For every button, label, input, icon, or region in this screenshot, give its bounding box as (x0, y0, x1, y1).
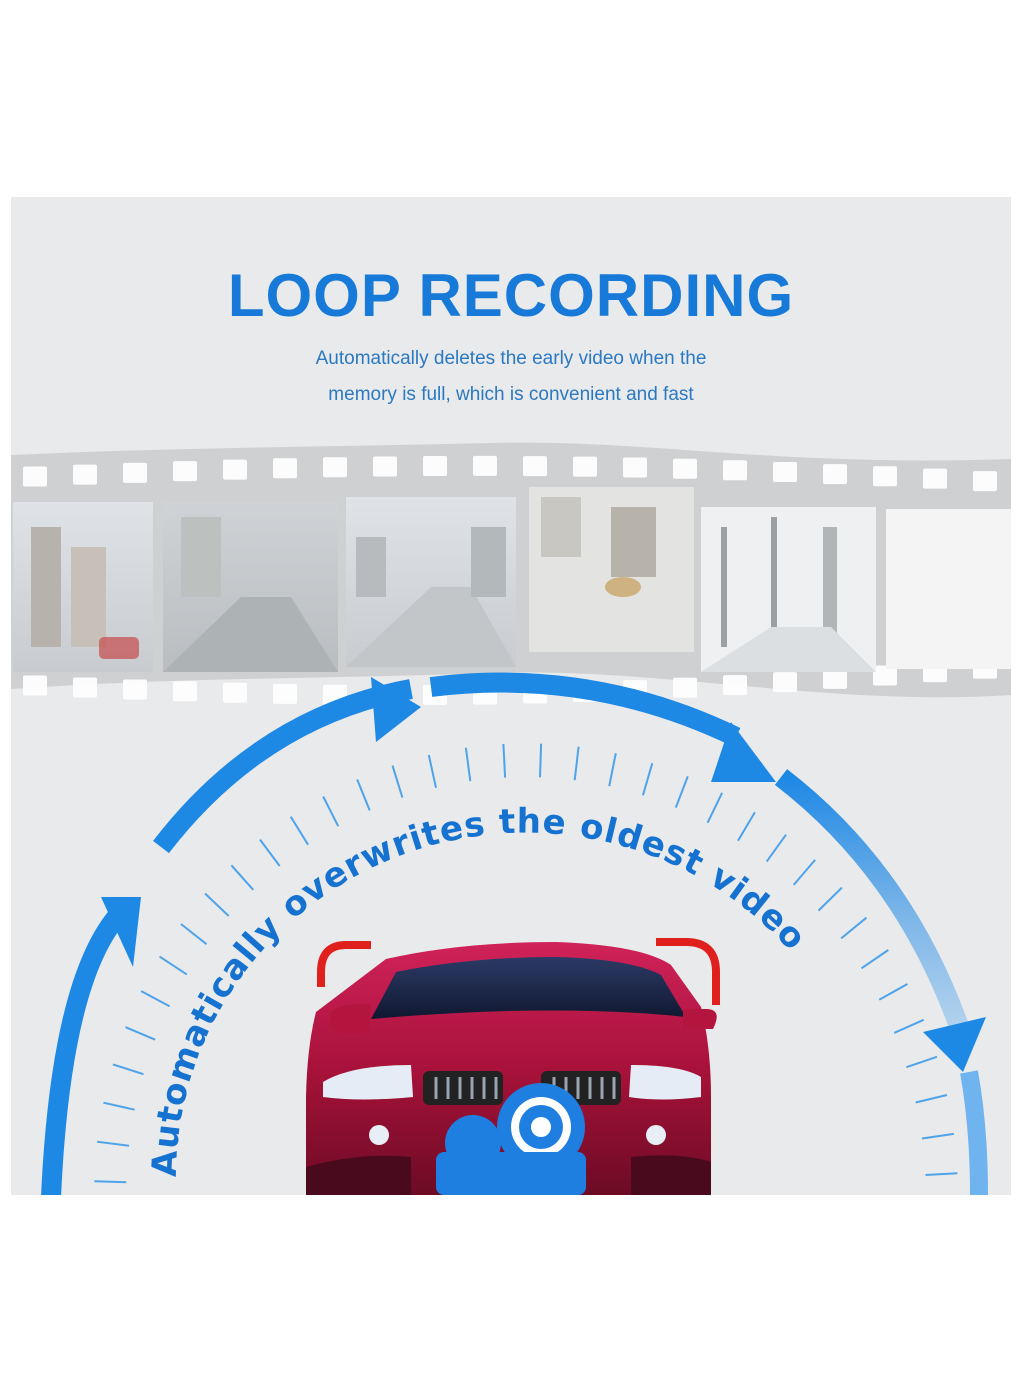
car-image (306, 942, 717, 1195)
loop-graphic: Automatically overwrites the oldest vide… (11, 442, 1011, 1195)
film-hole (23, 675, 47, 696)
video-camera-icon (436, 1083, 586, 1195)
film-hole (273, 458, 297, 479)
tick-mark (840, 916, 868, 940)
subtitle-line-2: memory is full, which is convenient and … (328, 384, 694, 405)
tick-mark (817, 886, 843, 912)
film-hole (73, 464, 97, 485)
tick-mark (464, 747, 472, 782)
film-hole (373, 456, 397, 477)
film-hole (873, 665, 897, 686)
tick-mark (674, 776, 689, 808)
tick-mark (706, 792, 724, 824)
tick-mark (915, 1094, 948, 1104)
subtitle-line-1: Automatically deletes the early video wh… (315, 348, 707, 369)
tick-mark (94, 1180, 127, 1184)
film-hole (573, 456, 597, 477)
film-frame-3 (346, 497, 516, 667)
tick-mark (391, 765, 404, 798)
tick-mark (140, 990, 171, 1008)
tick-mark (921, 1132, 954, 1140)
tick-mark (878, 983, 908, 1001)
film-hole (823, 668, 847, 689)
tick-mark (737, 811, 756, 842)
film-hole (173, 461, 197, 482)
tick-mark (573, 746, 580, 781)
film-hole (973, 471, 997, 492)
tick-mark (322, 796, 340, 827)
film-hole (473, 455, 497, 476)
tick-mark (259, 839, 281, 867)
film-hole (423, 456, 447, 477)
film-frame-6 (886, 509, 1011, 669)
tick-mark (159, 955, 188, 976)
film-hole (823, 464, 847, 485)
film-hole (923, 468, 947, 489)
tick-mark (641, 762, 654, 796)
film-hole (223, 682, 247, 703)
loop-recording-panel: LOOP RECORDING Automatically deletes the… (11, 197, 1011, 1195)
film-hole (773, 462, 797, 483)
tick-mark (502, 743, 507, 778)
film-hole (623, 457, 647, 478)
tick-mark (427, 754, 437, 789)
film-hole (723, 675, 747, 696)
tick-marks (94, 743, 958, 1184)
tick-mark (608, 753, 617, 787)
loop-arrow-icon (41, 672, 988, 1195)
tick-mark (860, 949, 889, 970)
film-hole (673, 677, 697, 698)
tick-mark (539, 743, 543, 778)
tick-mark (289, 816, 309, 846)
tick-mark (893, 1018, 925, 1034)
film-hole (773, 672, 797, 693)
film-hole (123, 462, 147, 483)
film-frame-1 (13, 502, 153, 672)
tick-mark (112, 1063, 144, 1076)
film-hole (323, 457, 347, 478)
film-hole (723, 460, 747, 481)
film-hole (873, 466, 897, 487)
tick-mark (356, 779, 371, 811)
tick-mark (103, 1101, 135, 1111)
film-hole (223, 459, 247, 480)
tick-mark (180, 923, 208, 945)
film-frame-4 (529, 487, 694, 652)
page-subtitle: Automatically deletes the early video wh… (11, 341, 1011, 413)
tick-mark (204, 892, 230, 917)
page-title: LOOP RECORDING (227, 262, 795, 329)
tick-mark (125, 1026, 156, 1041)
film-strip-icon (11, 442, 1011, 706)
tick-mark (765, 834, 787, 863)
film-frame-2 (163, 502, 338, 672)
tick-mark (97, 1140, 130, 1147)
tick-mark (906, 1055, 938, 1069)
tick-mark (925, 1172, 958, 1176)
tick-mark (792, 859, 816, 886)
focus-bracket-icon (317, 938, 720, 1005)
film-hole (23, 466, 47, 487)
film-hole (523, 456, 547, 477)
film-frame-5 (701, 507, 876, 672)
film-hole (273, 683, 297, 704)
tick-mark (230, 864, 254, 891)
film-hole (73, 677, 97, 698)
film-hole (123, 679, 147, 700)
film-hole (673, 458, 697, 479)
film-hole (173, 681, 197, 702)
